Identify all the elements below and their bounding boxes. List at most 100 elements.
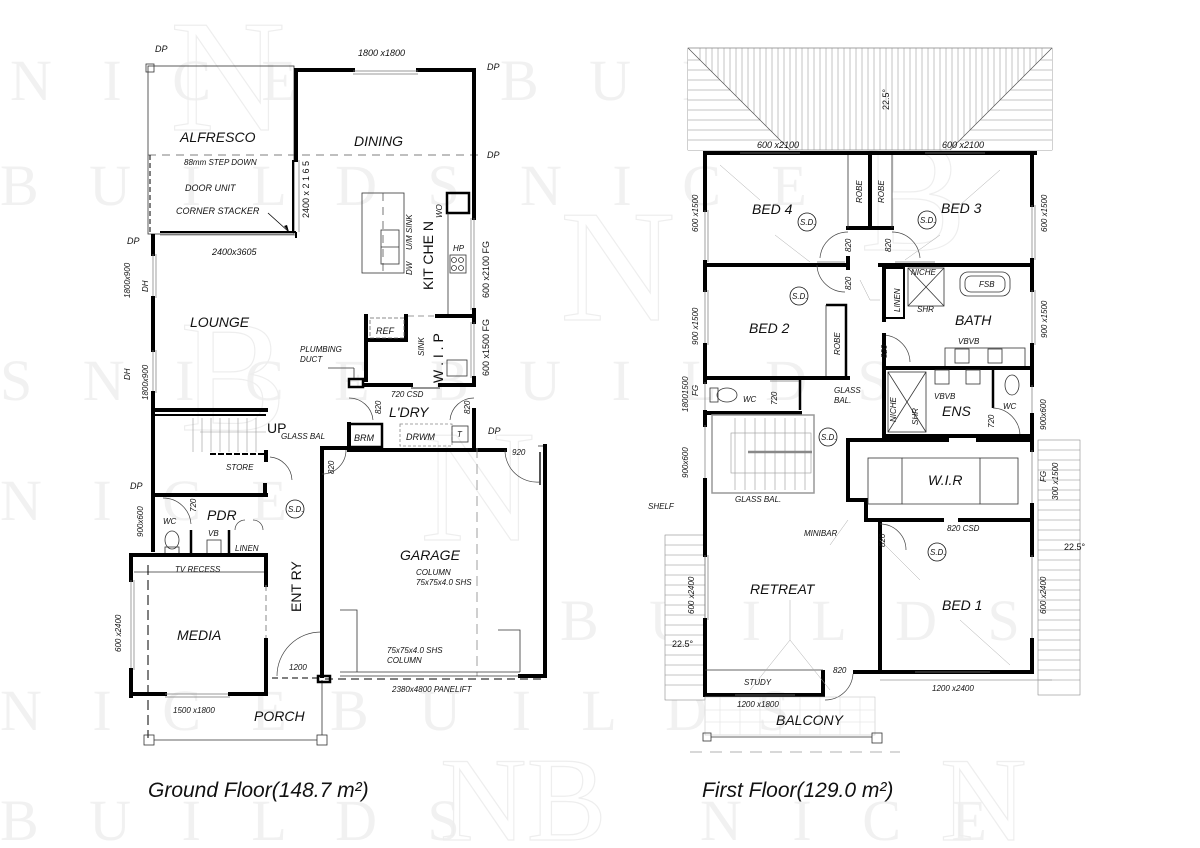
dim-alfresco-door: 2400x3605 — [211, 247, 258, 257]
room-robe: ROBE — [855, 180, 864, 203]
label-720-csd: 720 CSD — [391, 390, 424, 399]
room-wip: W . I . P — [430, 333, 446, 383]
smoke-detector-icon: S.D. — [285, 499, 305, 519]
svg-text:S.D.: S.D. — [288, 505, 304, 514]
room-retreat: RETREAT — [750, 581, 816, 597]
room-linen: LINEN — [235, 544, 259, 553]
first-floor-plan — [664, 47, 1081, 753]
room-garage: GARAGE — [400, 547, 461, 563]
label-shr: SHR — [911, 408, 920, 425]
svg-text:S.D.: S.D. — [920, 216, 936, 225]
svg-text:N: N — [560, 177, 676, 355]
label-glass-bal: GLASS BAL. — [735, 495, 781, 504]
label-plumbing-duct: DUCT — [300, 355, 323, 364]
label-dp: DP — [130, 481, 143, 491]
dim-door: 820 — [884, 238, 893, 252]
dim-door-920: 920 — [512, 448, 526, 457]
label-t: T — [457, 430, 463, 439]
dim-bed1-front-window: 1200 x2400 — [932, 684, 974, 693]
room-wc: WC — [1003, 402, 1017, 411]
dim-retreat-window: 600 x2400 — [687, 576, 696, 614]
svg-text:N: N — [940, 733, 1027, 848]
dim-top-window-right: 600 x2100 — [942, 140, 984, 150]
dim-bath-window: 900 x1500 — [1040, 300, 1049, 338]
dim-ens-window: 900x600 — [1039, 399, 1048, 430]
label-fg: FG — [1039, 471, 1048, 482]
room-bed1: BED 1 — [942, 597, 982, 613]
svg-text:N: N — [420, 397, 536, 575]
room-lounge: LOUNGE — [190, 314, 250, 330]
label-fg: FG — [691, 385, 700, 396]
label-vbvb: VBVB — [934, 392, 956, 401]
room-media: MEDIA — [177, 627, 221, 643]
svg-text:S.D.: S.D. — [800, 218, 816, 227]
dim-study-window: 1200 x1800 — [737, 700, 779, 709]
label-wo: WO — [435, 204, 444, 218]
svg-text:B U I L D S: B U I L D S — [330, 678, 808, 743]
label-minibar: MINIBAR — [804, 529, 838, 538]
room-ref: REF — [376, 326, 395, 336]
label-step-down: 88mm STEP DOWN — [184, 158, 257, 167]
dim-bed3-window: 600 x1500 — [1040, 194, 1049, 232]
label-dw: DW — [405, 260, 414, 275]
room-wc: WC — [163, 517, 177, 526]
dim-wc-window: 900x600 — [136, 506, 145, 537]
post-icon — [145, 63, 155, 73]
room-drwm: DRWM — [406, 432, 435, 442]
label-up: UP — [267, 420, 286, 436]
dim-entry-door: 1200 — [289, 663, 307, 672]
label-niche: NICHE — [911, 268, 937, 277]
dim-wir-window: 300 x1500 — [1051, 462, 1060, 500]
label-dp: DP — [487, 62, 500, 72]
svg-text:B U I L D S: B U I L D S — [0, 788, 478, 848]
dim-lounge-window: 1800x900 — [141, 364, 150, 400]
room-entry: ENT RY — [288, 561, 304, 612]
label-vbvb: VBVB — [958, 337, 980, 346]
label-dh: DH — [141, 280, 150, 292]
svg-text:N I C E: N I C E — [10, 48, 315, 113]
label-dp: DP — [488, 426, 501, 436]
roof-hatch-west — [664, 534, 706, 701]
room-kitchen: KIT CHE N — [420, 221, 436, 290]
roof-hatch — [687, 47, 1053, 151]
label-hp: HP — [453, 244, 465, 253]
room-porch: PORCH — [254, 708, 305, 724]
dim-bed1-window: 600 x2400 — [1039, 576, 1048, 614]
svg-text:S.D.: S.D. — [821, 433, 837, 442]
svg-text:S.D.: S.D. — [930, 548, 946, 557]
label-door-unit: DOOR UNIT — [185, 183, 237, 193]
dim-stair-window: 900x600 — [681, 447, 690, 478]
label-vb: VB — [208, 529, 219, 538]
room-bed3: BED 3 — [941, 200, 982, 216]
smoke-detector-icon: S.D. — [797, 212, 817, 232]
label-roof-pitch: 22.5° — [881, 88, 891, 110]
room-dining: DINING — [354, 133, 403, 149]
dim-media-front-window: 1500 x1800 — [173, 706, 215, 715]
dim-stair-window: 18001500 — [681, 376, 690, 412]
dim-door: 820 — [463, 400, 472, 414]
dim-stacker: 2400 x 2 1 6 5 — [301, 161, 311, 218]
dim-door-720: 720 — [770, 391, 779, 405]
label-niche: NICHE — [889, 396, 898, 422]
ground-floor-caption: Ground Floor(148.7 m²) — [148, 779, 369, 802]
svg-text:N I C E: N I C E — [700, 788, 1005, 848]
label-corner-stacker: CORNER STACKER — [176, 206, 260, 216]
label-column-spec: 75x75x4.0 SHS — [387, 646, 443, 655]
dim-door: 820 — [844, 238, 853, 252]
dim-top-window: 1800 x1800 — [358, 48, 405, 58]
svg-text:B: B — [180, 287, 287, 465]
ground-floor-labels: DP 1800 x1800 DP DP ALFRESCO DINING 88mm… — [114, 44, 526, 724]
label-glass: GLASS — [834, 386, 861, 395]
room-study: STUDY — [744, 678, 772, 687]
room-ens: ENS — [942, 403, 971, 419]
room-alfresco: ALFRESCO — [179, 129, 256, 145]
label-fsb: FSB — [979, 280, 995, 289]
label-plumbing-duct: PLUMBING — [300, 345, 342, 354]
smoke-detector-icon: S.D. — [927, 542, 947, 562]
ground-floor-plan — [129, 63, 547, 746]
label-shelf: SHELF — [648, 502, 675, 511]
dim-media-side-window: 600 x2400 — [114, 614, 123, 652]
svg-text:B U I L D S: B U I L D S — [430, 348, 908, 413]
dim-door: 820 — [878, 533, 887, 547]
